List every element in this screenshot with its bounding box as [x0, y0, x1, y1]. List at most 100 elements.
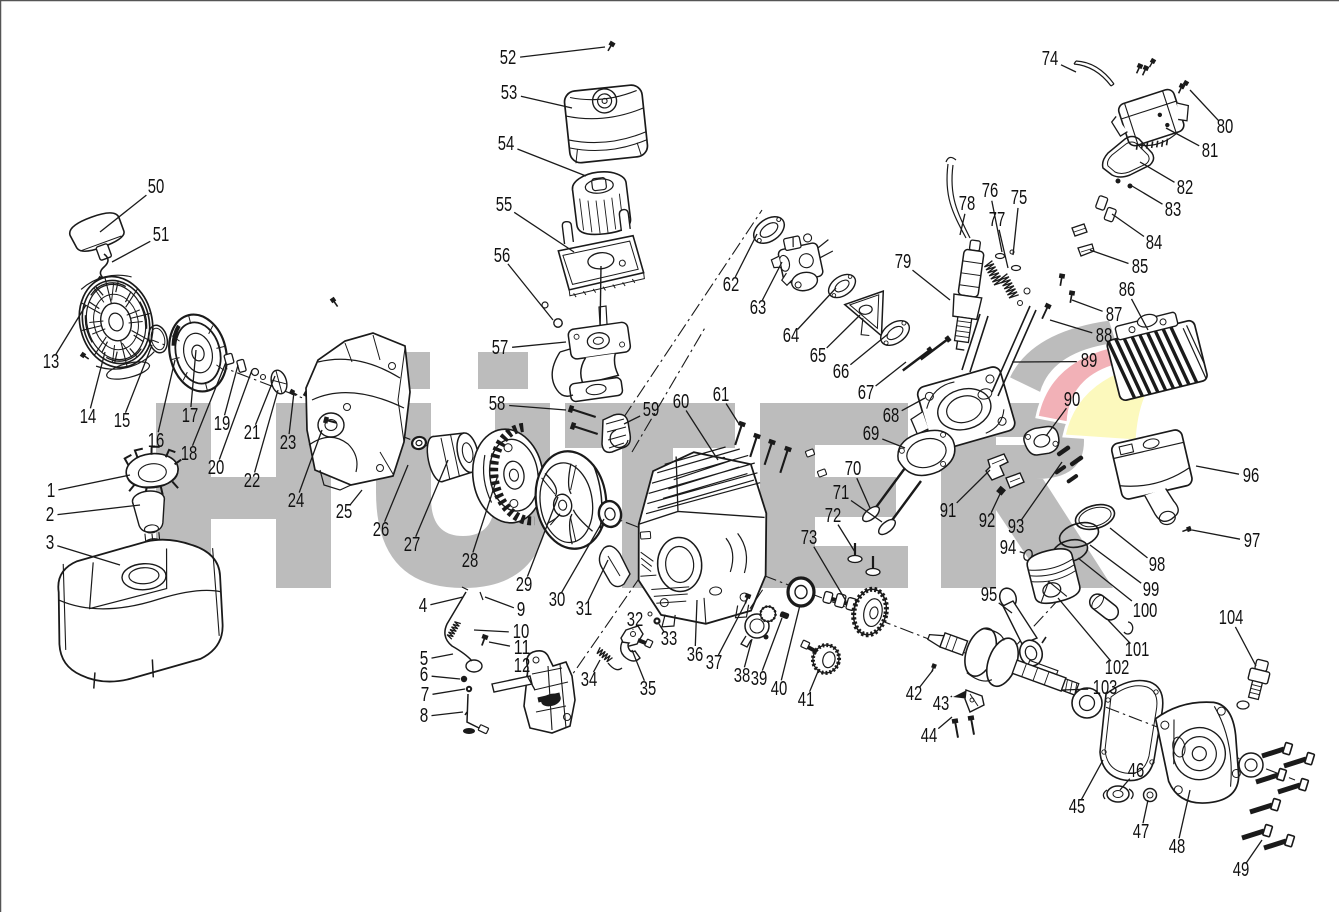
svg-text:15: 15: [114, 410, 131, 432]
svg-text:17: 17: [182, 405, 199, 427]
svg-text:3: 3: [46, 532, 55, 554]
svg-text:2: 2: [46, 504, 55, 526]
svg-text:89: 89: [1081, 350, 1098, 372]
svg-text:68: 68: [883, 405, 900, 427]
svg-text:30: 30: [549, 589, 566, 611]
svg-text:71: 71: [833, 482, 850, 504]
svg-text:22: 22: [244, 470, 260, 492]
svg-text:26: 26: [373, 519, 390, 541]
svg-text:101: 101: [1125, 639, 1150, 661]
svg-text:11: 11: [514, 637, 531, 659]
svg-text:81: 81: [1202, 140, 1219, 162]
svg-text:40: 40: [771, 678, 788, 700]
svg-text:59: 59: [643, 399, 660, 421]
svg-text:48: 48: [1169, 836, 1186, 858]
svg-text:32: 32: [627, 609, 644, 631]
svg-text:94: 94: [1000, 537, 1017, 559]
svg-text:65: 65: [810, 345, 827, 367]
svg-text:52: 52: [500, 47, 517, 69]
svg-text:7: 7: [421, 684, 430, 706]
svg-text:70: 70: [845, 458, 862, 480]
svg-text:98: 98: [1149, 554, 1166, 576]
svg-text:41: 41: [798, 689, 815, 711]
svg-text:54: 54: [498, 133, 515, 155]
svg-text:13: 13: [43, 351, 60, 373]
svg-text:50: 50: [148, 176, 165, 198]
svg-text:100: 100: [1133, 600, 1158, 622]
svg-text:69: 69: [863, 423, 880, 445]
svg-text:24: 24: [288, 490, 305, 512]
svg-text:85: 85: [1132, 256, 1149, 278]
svg-text:37: 37: [706, 652, 723, 674]
svg-text:10: 10: [513, 621, 530, 643]
svg-text:92: 92: [979, 510, 996, 532]
svg-text:14: 14: [80, 406, 97, 428]
svg-text:36: 36: [687, 644, 704, 666]
svg-text:72: 72: [825, 505, 842, 527]
svg-text:55: 55: [496, 194, 513, 216]
svg-text:90: 90: [1064, 389, 1081, 411]
svg-text:8: 8: [420, 705, 429, 727]
svg-text:77: 77: [989, 209, 1006, 231]
svg-text:104: 104: [1219, 607, 1244, 629]
svg-text:64: 64: [783, 325, 800, 347]
svg-text:38: 38: [734, 665, 751, 687]
svg-text:51: 51: [153, 224, 170, 246]
svg-text:73: 73: [801, 527, 818, 549]
svg-text:83: 83: [1165, 199, 1182, 221]
svg-text:102: 102: [1105, 657, 1130, 679]
svg-text:35: 35: [640, 678, 657, 700]
svg-text:6: 6: [420, 664, 429, 686]
svg-text:27: 27: [404, 534, 421, 556]
svg-text:39: 39: [751, 668, 768, 690]
svg-text:84: 84: [1146, 232, 1163, 254]
svg-text:79: 79: [895, 251, 912, 273]
svg-text:91: 91: [940, 500, 957, 522]
svg-text:49: 49: [1233, 859, 1250, 881]
svg-text:87: 87: [1106, 304, 1123, 326]
svg-text:16: 16: [148, 430, 165, 452]
svg-text:75: 75: [1011, 187, 1028, 209]
svg-text:56: 56: [494, 245, 511, 267]
svg-text:67: 67: [858, 382, 875, 404]
svg-text:45: 45: [1069, 796, 1086, 818]
svg-text:74: 74: [1042, 48, 1059, 70]
svg-text:99: 99: [1143, 579, 1160, 601]
svg-text:82: 82: [1177, 177, 1194, 199]
svg-text:43: 43: [933, 693, 950, 715]
svg-text:25: 25: [336, 501, 353, 523]
svg-text:21: 21: [244, 422, 260, 444]
svg-text:12: 12: [514, 655, 531, 677]
svg-text:44: 44: [921, 725, 938, 747]
svg-text:86: 86: [1119, 279, 1136, 301]
svg-text:53: 53: [501, 82, 518, 104]
svg-text:103: 103: [1093, 677, 1118, 699]
svg-text:33: 33: [661, 628, 678, 650]
svg-text:78: 78: [959, 193, 976, 215]
svg-text:96: 96: [1243, 465, 1260, 487]
svg-text:88: 88: [1096, 325, 1113, 347]
svg-text:93: 93: [1008, 516, 1025, 538]
svg-text:80: 80: [1217, 116, 1234, 138]
svg-text:58: 58: [489, 393, 506, 415]
svg-text:46: 46: [1128, 760, 1145, 782]
svg-text:34: 34: [581, 669, 598, 691]
svg-text:20: 20: [208, 457, 225, 479]
svg-text:28: 28: [462, 550, 479, 572]
svg-text:9: 9: [517, 599, 526, 621]
svg-text:66: 66: [833, 361, 850, 383]
svg-text:60: 60: [673, 391, 690, 413]
svg-text:18: 18: [181, 443, 198, 465]
svg-text:31: 31: [576, 598, 593, 620]
svg-text:76: 76: [982, 180, 999, 202]
svg-text:95: 95: [981, 584, 998, 606]
svg-text:61: 61: [713, 384, 730, 406]
svg-text:57: 57: [492, 337, 509, 359]
svg-text:47: 47: [1133, 821, 1150, 843]
svg-text:5: 5: [420, 648, 429, 670]
svg-text:42: 42: [906, 683, 923, 705]
svg-text:4: 4: [419, 595, 428, 617]
svg-text:1: 1: [47, 480, 56, 502]
svg-text:19: 19: [214, 413, 231, 435]
svg-text:29: 29: [516, 574, 533, 596]
